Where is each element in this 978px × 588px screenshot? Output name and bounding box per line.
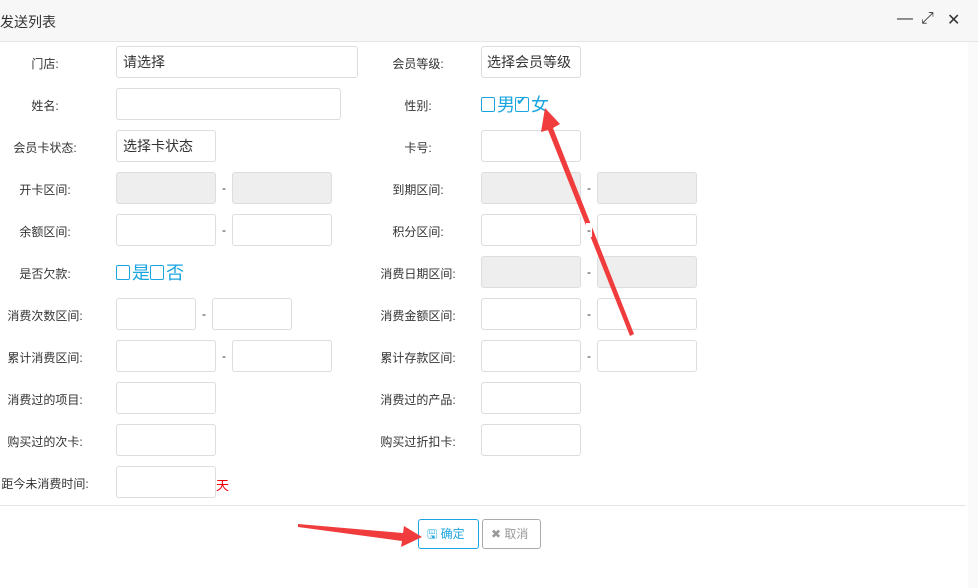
consume-amount-start-input[interactable] [481, 298, 581, 330]
expire-end-input[interactable] [597, 172, 697, 204]
female-checkbox[interactable] [515, 93, 529, 112]
discount-card-input[interactable] [481, 424, 581, 456]
debt-options: 是否 [116, 259, 184, 285]
consume-amount-end-input[interactable] [597, 298, 697, 330]
card-status-label: 会员卡状态: [13, 141, 77, 155]
days-unit: 天 [216, 478, 230, 493]
consume-count-label: 消费次数区间: [7, 309, 83, 323]
arrow-to-female [541, 108, 634, 336]
debt-no-checkbox[interactable] [150, 265, 164, 280]
maximize-icon[interactable]: ⤢ [921, 10, 934, 27]
open-end-input[interactable] [232, 172, 332, 204]
points-end-input[interactable] [597, 214, 697, 246]
total-consume-end-input[interactable] [232, 340, 332, 372]
products-label: 消费过的产品: [380, 393, 456, 407]
days-input[interactable] [116, 466, 216, 498]
close-icon[interactable]: ✕ [947, 12, 961, 29]
dash: - [586, 307, 592, 321]
male-label[interactable]: 男 [497, 95, 515, 115]
scrollbar[interactable] [968, 42, 978, 588]
total-deposit-start-input[interactable] [481, 340, 581, 372]
debt-yes-label[interactable]: 是 [132, 263, 150, 283]
days-label: 距今未消费时间: [1, 477, 89, 491]
expire-start-input[interactable] [481, 172, 581, 204]
consume-date-label: 消费日期区间: [380, 267, 456, 281]
consume-count-start-input[interactable] [116, 298, 196, 330]
open-start-input[interactable] [116, 172, 216, 204]
level-label: 会员等级: [392, 57, 444, 71]
dash: - [586, 223, 592, 237]
debt-no-label[interactable]: 否 [166, 263, 184, 283]
balance-start-input[interactable] [116, 214, 216, 246]
discount-card-label: 购买过折扣卡: [380, 435, 456, 449]
dash: - [221, 349, 227, 363]
card-no-input[interactable] [481, 130, 581, 162]
dash: - [586, 265, 592, 279]
consume-amount-label: 消费金额区间: [380, 309, 456, 323]
store-label: 门店: [31, 57, 59, 71]
dash: - [221, 223, 227, 237]
level-select[interactable]: 选择会员等级 [481, 46, 581, 78]
dash: - [586, 181, 592, 195]
save-icon: 🖫 [427, 527, 438, 541]
ok-label: 确定 [440, 527, 465, 541]
male-checkbox[interactable] [481, 97, 495, 112]
dialog-header: 发送列表 — ⤢ ✕ [0, 0, 978, 42]
dash: - [221, 181, 227, 195]
cancel-button[interactable]: ✖ 取消 [482, 519, 541, 549]
balance-range-label: 余额区间: [19, 225, 71, 239]
name-label: 姓名: [31, 99, 59, 113]
gender-options: 男女 [481, 91, 549, 117]
items-label: 消费过的项目: [7, 393, 83, 407]
times-card-label: 购买过的次卡: [7, 435, 83, 449]
items-input[interactable] [116, 382, 216, 414]
expire-range-label: 到期区间: [392, 183, 444, 197]
name-input[interactable] [116, 88, 341, 120]
dialog-title: 发送列表 [0, 14, 56, 30]
gender-label: 性别: [404, 99, 432, 113]
consume-date-start-input[interactable] [481, 256, 581, 288]
ok-button[interactable]: 🖫 确定 [418, 519, 479, 549]
total-deposit-label: 累计存款区间: [380, 351, 456, 365]
cancel-label: 取消 [504, 527, 529, 541]
female-label[interactable]: 女 [531, 95, 549, 115]
total-consume-label: 累计消费区间: [7, 351, 83, 365]
total-deposit-end-input[interactable] [597, 340, 697, 372]
dash: - [586, 349, 592, 363]
total-consume-start-input[interactable] [116, 340, 216, 372]
points-start-input[interactable] [481, 214, 581, 246]
consume-count-end-input[interactable] [212, 298, 292, 330]
minimize-icon[interactable]: — [897, 10, 913, 27]
points-range-label: 积分区间: [392, 225, 444, 239]
open-range-label: 开卡区间: [19, 183, 71, 197]
balance-end-input[interactable] [232, 214, 332, 246]
card-status-select[interactable]: 选择卡状态 [116, 130, 216, 162]
debt-label: 是否欠款: [19, 267, 71, 281]
divider [0, 505, 966, 506]
products-input[interactable] [481, 382, 581, 414]
arrow-to-ok [298, 524, 422, 547]
dash: - [201, 307, 207, 321]
debt-yes-checkbox[interactable] [116, 265, 130, 280]
x-icon: ✖ [491, 527, 502, 541]
card-no-label: 卡号: [404, 141, 432, 155]
store-select[interactable]: 请选择 [116, 46, 358, 78]
times-card-input[interactable] [116, 424, 216, 456]
